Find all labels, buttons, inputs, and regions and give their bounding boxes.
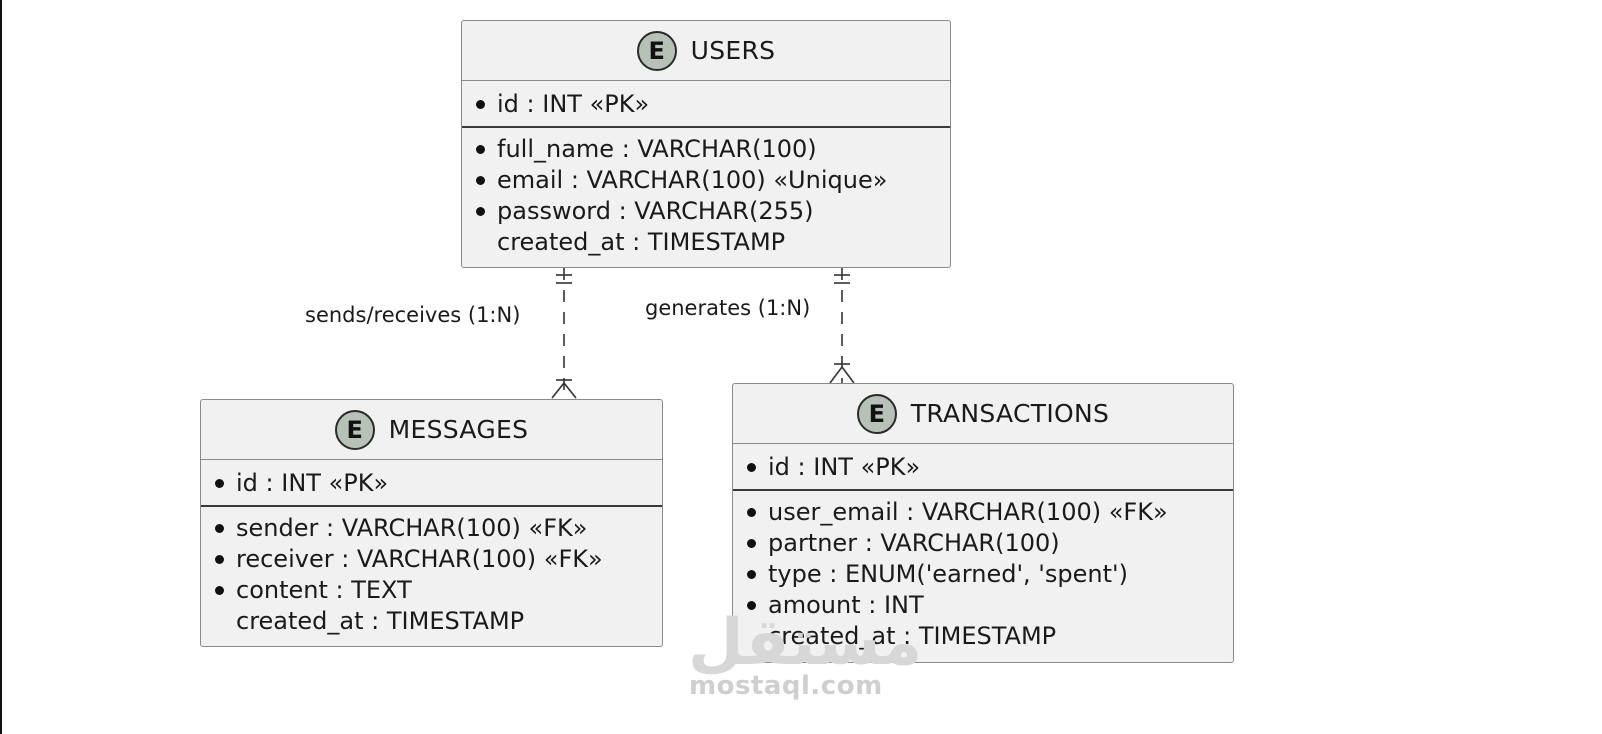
- relationship-label-sends-receives: sends/receives (1:N): [305, 303, 521, 327]
- mandatory-bullet-icon: [476, 176, 485, 185]
- watermark-latin: mostaql.com: [689, 671, 883, 701]
- attribute-row: created_at : TIMESTAMP: [747, 621, 1233, 652]
- attribute-text: partner : VARCHAR(100): [768, 529, 1060, 557]
- mandatory-bullet-icon: [747, 570, 756, 579]
- mandatory-bullet-icon: [747, 463, 756, 472]
- attribute-row: full_name : VARCHAR(100): [476, 134, 950, 165]
- entity-transactions[interactable]: E TRANSACTIONS id : INT «PK» user_email …: [732, 383, 1234, 663]
- attribute-row: id : INT «PK»: [215, 468, 662, 499]
- attribute-section: user_email : VARCHAR(100) «FK» partner :…: [733, 491, 1233, 656]
- attribute-row: type : ENUM('earned', 'spent'): [747, 559, 1233, 590]
- entity-header: E TRANSACTIONS: [733, 384, 1233, 444]
- connector-users-transactions: [829, 268, 855, 384]
- attribute-text: amount : INT: [768, 591, 924, 619]
- attribute-row: id : INT «PK»: [747, 452, 1233, 483]
- attribute-row: sender : VARCHAR(100) «FK»: [215, 513, 662, 544]
- entity-icon: E: [856, 393, 897, 434]
- attribute-row: partner : VARCHAR(100): [747, 528, 1233, 559]
- mandatory-bullet-icon: [747, 508, 756, 517]
- mandatory-bullet-icon: [215, 586, 224, 595]
- entity-title: TRANSACTIONS: [910, 399, 1110, 428]
- attribute-text: receiver : VARCHAR(100) «FK»: [236, 545, 603, 573]
- attribute-section: sender : VARCHAR(100) «FK» receiver : VA…: [201, 507, 662, 641]
- attribute-row: email : VARCHAR(100) «Unique»: [476, 165, 950, 196]
- attribute-text: created_at : TIMESTAMP: [497, 228, 786, 256]
- primary-key-section: id : INT «PK»: [462, 81, 950, 128]
- attribute-text: id : INT «PK»: [497, 90, 650, 118]
- mandatory-bullet-icon: [476, 145, 485, 154]
- entity-users[interactable]: E USERS id : INT «PK» full_name : VARCHA…: [461, 20, 951, 268]
- attribute-text: id : INT «PK»: [768, 453, 921, 481]
- entity-title: USERS: [690, 36, 776, 65]
- entity-header: E USERS: [462, 21, 950, 81]
- attribute-row: user_email : VARCHAR(100) «FK»: [747, 497, 1233, 528]
- attribute-row: id : INT «PK»: [476, 89, 950, 120]
- attribute-row: password : VARCHAR(255): [476, 196, 950, 227]
- attribute-text: email : VARCHAR(100) «Unique»: [497, 166, 888, 194]
- attribute-text: content : TEXT: [236, 576, 412, 604]
- entity-messages[interactable]: E MESSAGES id : INT «PK» sender : VARCHA…: [200, 399, 663, 647]
- entity-icon: E: [334, 409, 375, 450]
- attribute-row: amount : INT: [747, 590, 1233, 621]
- primary-key-section: id : INT «PK»: [201, 460, 662, 507]
- watermark-arabic: مستقل: [688, 606, 923, 680]
- attribute-text: id : INT «PK»: [236, 469, 389, 497]
- mandatory-bullet-icon: [476, 100, 485, 109]
- mandatory-bullet-icon: [215, 524, 224, 533]
- attribute-text: created_at : TIMESTAMP: [768, 622, 1057, 650]
- entity-title: MESSAGES: [388, 415, 529, 444]
- mandatory-bullet-icon: [747, 539, 756, 548]
- frame-left-border: [0, 0, 2, 734]
- attribute-text: created_at : TIMESTAMP: [236, 607, 525, 635]
- attribute-text: full_name : VARCHAR(100): [497, 135, 817, 163]
- entity-header: E MESSAGES: [201, 400, 662, 460]
- relationship-label-generates: generates (1:N): [645, 296, 811, 320]
- attribute-text: type : ENUM('earned', 'spent'): [768, 560, 1128, 588]
- mandatory-bullet-icon: [215, 479, 224, 488]
- primary-key-section: id : INT «PK»: [733, 444, 1233, 491]
- attribute-section: full_name : VARCHAR(100) email : VARCHAR…: [462, 128, 950, 262]
- mandatory-bullet-icon: [476, 207, 485, 216]
- connector-users-messages: [551, 268, 577, 399]
- attribute-text: password : VARCHAR(255): [497, 197, 814, 225]
- attribute-row: content : TEXT: [215, 575, 662, 606]
- mandatory-bullet-icon: [747, 601, 756, 610]
- attribute-text: user_email : VARCHAR(100) «FK»: [768, 498, 1168, 526]
- attribute-row: created_at : TIMESTAMP: [476, 227, 950, 258]
- attribute-text: sender : VARCHAR(100) «FK»: [236, 514, 588, 542]
- attribute-row: created_at : TIMESTAMP: [215, 606, 662, 637]
- mandatory-bullet-icon: [215, 555, 224, 564]
- entity-icon: E: [636, 30, 677, 71]
- attribute-row: receiver : VARCHAR(100) «FK»: [215, 544, 662, 575]
